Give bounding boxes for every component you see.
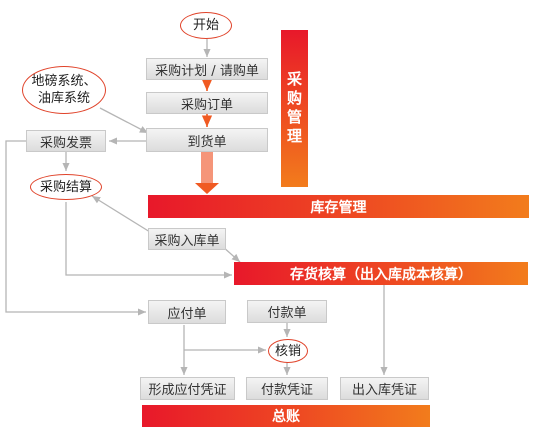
purchase-invoice-label: 采购发票	[39, 135, 92, 151]
payable-voucher-node: 形成应付凭证	[140, 377, 235, 400]
inout-voucher-node: 出入库凭证	[340, 377, 429, 400]
purchase-settlement-node: 采购结算	[30, 174, 102, 200]
payment-order-label: 付款单	[267, 306, 307, 321]
start-label: 开始	[192, 18, 219, 33]
purchase-management-label: 采购管理	[285, 70, 303, 147]
external-systems-label: 地磅系统、 油库系统	[31, 74, 97, 106]
external-systems-node: 地磅系统、 油库系统	[22, 66, 106, 114]
purchase-order-node: 采购订单	[146, 92, 268, 114]
general-ledger-bar: 总账	[142, 405, 430, 427]
arrival-note-node: 到货单	[146, 128, 268, 152]
arrival-note-label: 到货单	[187, 134, 227, 150]
inventory-cost-accounting-bar: 存货核算（出入库成本核算）	[234, 262, 528, 285]
accounts-payable-label: 应付单	[167, 306, 207, 322]
accounts-payable-node: 应付单	[148, 300, 226, 324]
purchase-invoice-node: 采购发票	[26, 130, 106, 152]
purchase-receipt-node: 采购入库单	[148, 228, 226, 250]
payment-voucher-node: 付款凭证	[246, 377, 328, 400]
general-ledger-label: 总账	[272, 409, 300, 425]
inventory-management-bar: 库存管理	[148, 195, 529, 218]
purchase-receipt-label: 采购入库单	[154, 233, 220, 249]
start-node: 开始	[180, 12, 232, 39]
purchase-settlement-label: 采购结算	[39, 179, 92, 195]
inout-voucher-label: 出入库凭证	[351, 383, 417, 398]
payable-voucher-label: 形成应付凭证	[148, 383, 227, 398]
purchase-plan-label: 采购计划 / 请购单	[155, 63, 259, 79]
purchase-order-label: 采购订单	[180, 97, 233, 113]
purchase-plan-node: 采购计划 / 请购单	[146, 58, 268, 80]
payment-order-node: 付款单	[247, 300, 327, 323]
payment-voucher-label: 付款凭证	[260, 383, 313, 398]
purchase-management-bar: 采购管理	[281, 30, 308, 187]
write-off-node: 核销	[268, 339, 308, 363]
write-off-label: 核销	[274, 343, 301, 359]
inventory-cost-accounting-label: 存货核算（出入库成本核算）	[290, 266, 472, 283]
inventory-management-label: 库存管理	[310, 199, 367, 216]
